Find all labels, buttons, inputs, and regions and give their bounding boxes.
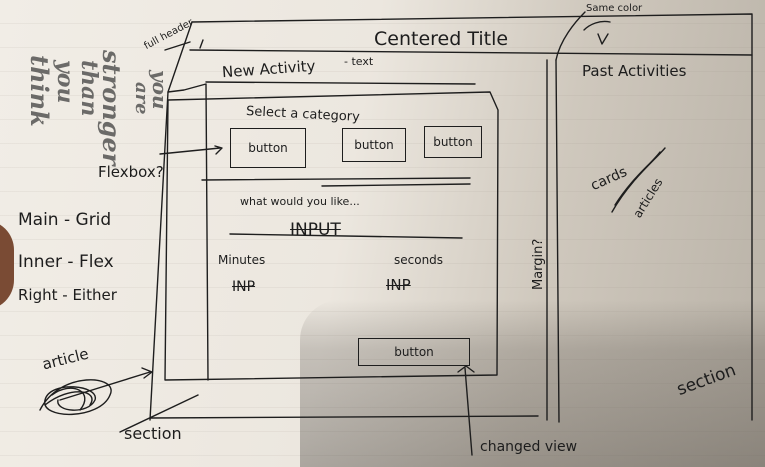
margin-note: Margin? [531,238,546,290]
category-button-3[interactable]: button [424,126,482,158]
section-note-bottom: section [124,424,182,443]
right-either-note: Right - Either [18,286,117,304]
new-activity-heading-note: - text [344,55,374,68]
activity-prompt: what would you like... [240,195,360,208]
header-bottom-line [189,49,753,56]
hand-shadow [300,300,765,467]
outer-frame-top-right [191,13,753,421]
seconds-label: seconds [394,253,444,267]
thumb [0,220,14,310]
flexbox-note: Flexbox? [98,163,164,181]
activity-input[interactable]: INPUT [290,220,341,240]
category-button-1[interactable]: button [230,128,306,168]
minutes-input[interactable]: INP [232,279,256,295]
seconds-input[interactable]: INP [386,276,411,294]
category-button-2[interactable]: button [342,128,406,162]
same-color-note: Same color [586,3,643,14]
changed-view-note: changed view [480,439,578,455]
minutes-label: Minutes [218,253,266,267]
main-grid-note: Main - Grid [18,210,112,230]
divider-right [555,59,560,423]
page-title: Centered Title [374,28,509,50]
outer-frame-left [149,21,193,421]
inner-flex-note: Inner - Flex [18,252,114,272]
submit-button[interactable]: button [358,338,470,366]
past-activities-heading: Past Activities [582,62,687,80]
